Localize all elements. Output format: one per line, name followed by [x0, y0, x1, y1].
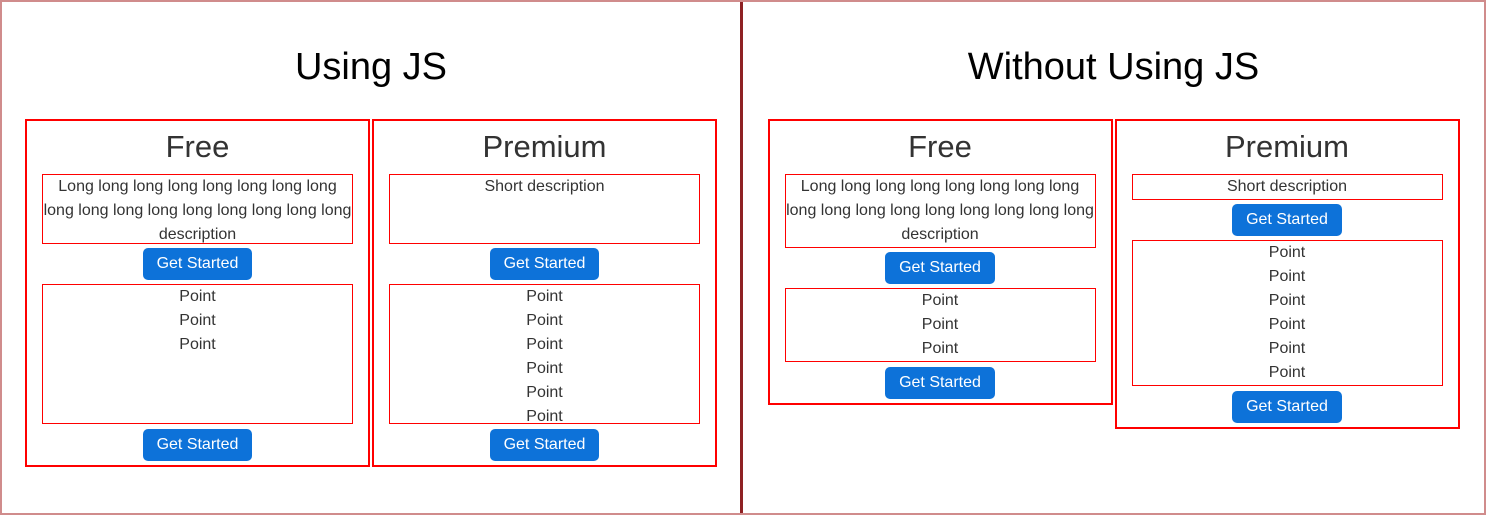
get-started-button-top[interactable]: Get Started [142, 248, 253, 280]
point-item: Point [179, 312, 216, 329]
panel-title: Without Using JS [967, 46, 1260, 88]
card-title: Premium [1224, 129, 1349, 164]
get-started-button-bottom[interactable]: Get Started [489, 429, 600, 461]
pricing-card-free: Free Long long long long long long long … [25, 119, 370, 467]
point-item: Point [179, 336, 216, 353]
panel-without-js: Without Using JS Free Long long long lon… [743, 2, 1484, 513]
card-title: Premium [482, 129, 607, 164]
points-list: Point Point Point [42, 284, 353, 424]
card-description: Short description [1131, 174, 1443, 200]
point-item: Point [526, 312, 563, 329]
point-item: Point [1268, 316, 1306, 333]
pricing-cards: Free Long long long long long long long … [767, 119, 1460, 429]
point-item: Point [526, 408, 563, 424]
panel-using-js: Using JS Free Long long long long long l… [2, 2, 743, 513]
points-list: Point Point Point Point Point Point [389, 284, 700, 424]
get-started-button-top[interactable]: Get Started [1232, 204, 1342, 236]
point-item: Point [921, 340, 959, 357]
panel-title: Using JS [294, 46, 448, 88]
point-item: Point [179, 288, 216, 305]
point-item: Point [526, 360, 563, 377]
card-description: Long long long long long long long long … [784, 174, 1096, 248]
get-started-button-top[interactable]: Get Started [885, 252, 995, 284]
point-item: Point [1268, 268, 1306, 285]
pricing-card-premium: Premium Short description Get Started Po… [1114, 119, 1460, 429]
point-item: Point [1268, 364, 1306, 381]
point-item: Point [1268, 292, 1306, 309]
card-description: Long long long long long long long long … [42, 174, 353, 244]
pricing-card-premium: Premium Short description Get Started Po… [372, 119, 717, 467]
card-description: Short description [389, 174, 700, 244]
get-started-button-top[interactable]: Get Started [489, 248, 600, 280]
point-item: Point [921, 292, 959, 309]
card-title: Free [165, 129, 230, 164]
point-item: Point [526, 336, 563, 353]
get-started-button-bottom[interactable]: Get Started [142, 429, 253, 461]
point-item: Point [921, 316, 959, 333]
point-item: Point [1268, 340, 1306, 357]
pricing-card-free: Free Long long long long long long long … [767, 119, 1113, 405]
point-item: Point [1268, 244, 1306, 261]
points-list: Point Point Point Point Point Point [1131, 240, 1443, 386]
points-list: Point Point Point [784, 288, 1096, 362]
get-started-button-bottom[interactable]: Get Started [1232, 391, 1342, 423]
pricing-cards: Free Long long long long long long long … [25, 119, 717, 467]
card-title: Free [908, 129, 972, 164]
point-item: Point [526, 384, 563, 401]
get-started-button-bottom[interactable]: Get Started [885, 367, 995, 399]
point-item: Point [526, 288, 563, 305]
